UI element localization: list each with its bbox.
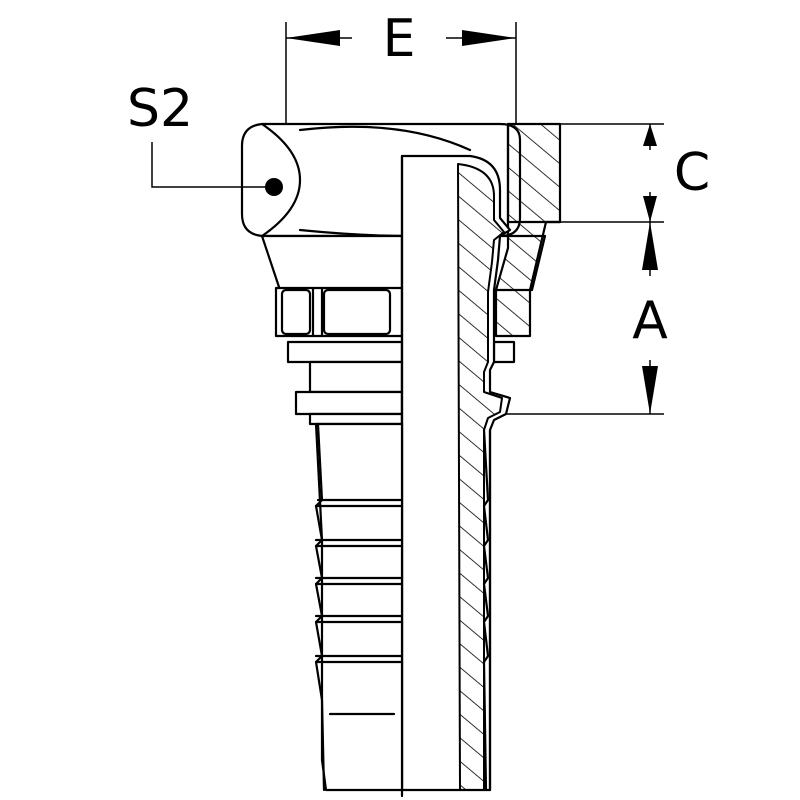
- arrow-down-icon: [642, 366, 658, 414]
- arrow-up-icon: [643, 124, 657, 146]
- dimension-e: E: [285, 9, 517, 124]
- leader-dot-icon: [265, 178, 283, 196]
- dimension-label-a: A: [632, 291, 668, 351]
- stem: [400, 154, 512, 798]
- arrow-right-icon: [462, 30, 516, 46]
- dimension-label-c: C: [674, 143, 710, 203]
- hose-tail: [314, 422, 492, 792]
- arrow-left-icon: [286, 30, 340, 46]
- arrow-up-icon: [642, 222, 658, 270]
- barbs: [314, 422, 404, 792]
- dimension-s2: S2: [127, 79, 283, 196]
- hex-nut: [240, 122, 547, 338]
- dimension-c: C: [520, 123, 710, 223]
- collar: [286, 340, 516, 426]
- dimension-a: A: [506, 222, 668, 415]
- nut-section: [494, 122, 562, 338]
- arrow-down-icon: [643, 196, 657, 222]
- dimension-label-e: E: [383, 9, 416, 69]
- dimension-label-s2: S2: [127, 79, 193, 139]
